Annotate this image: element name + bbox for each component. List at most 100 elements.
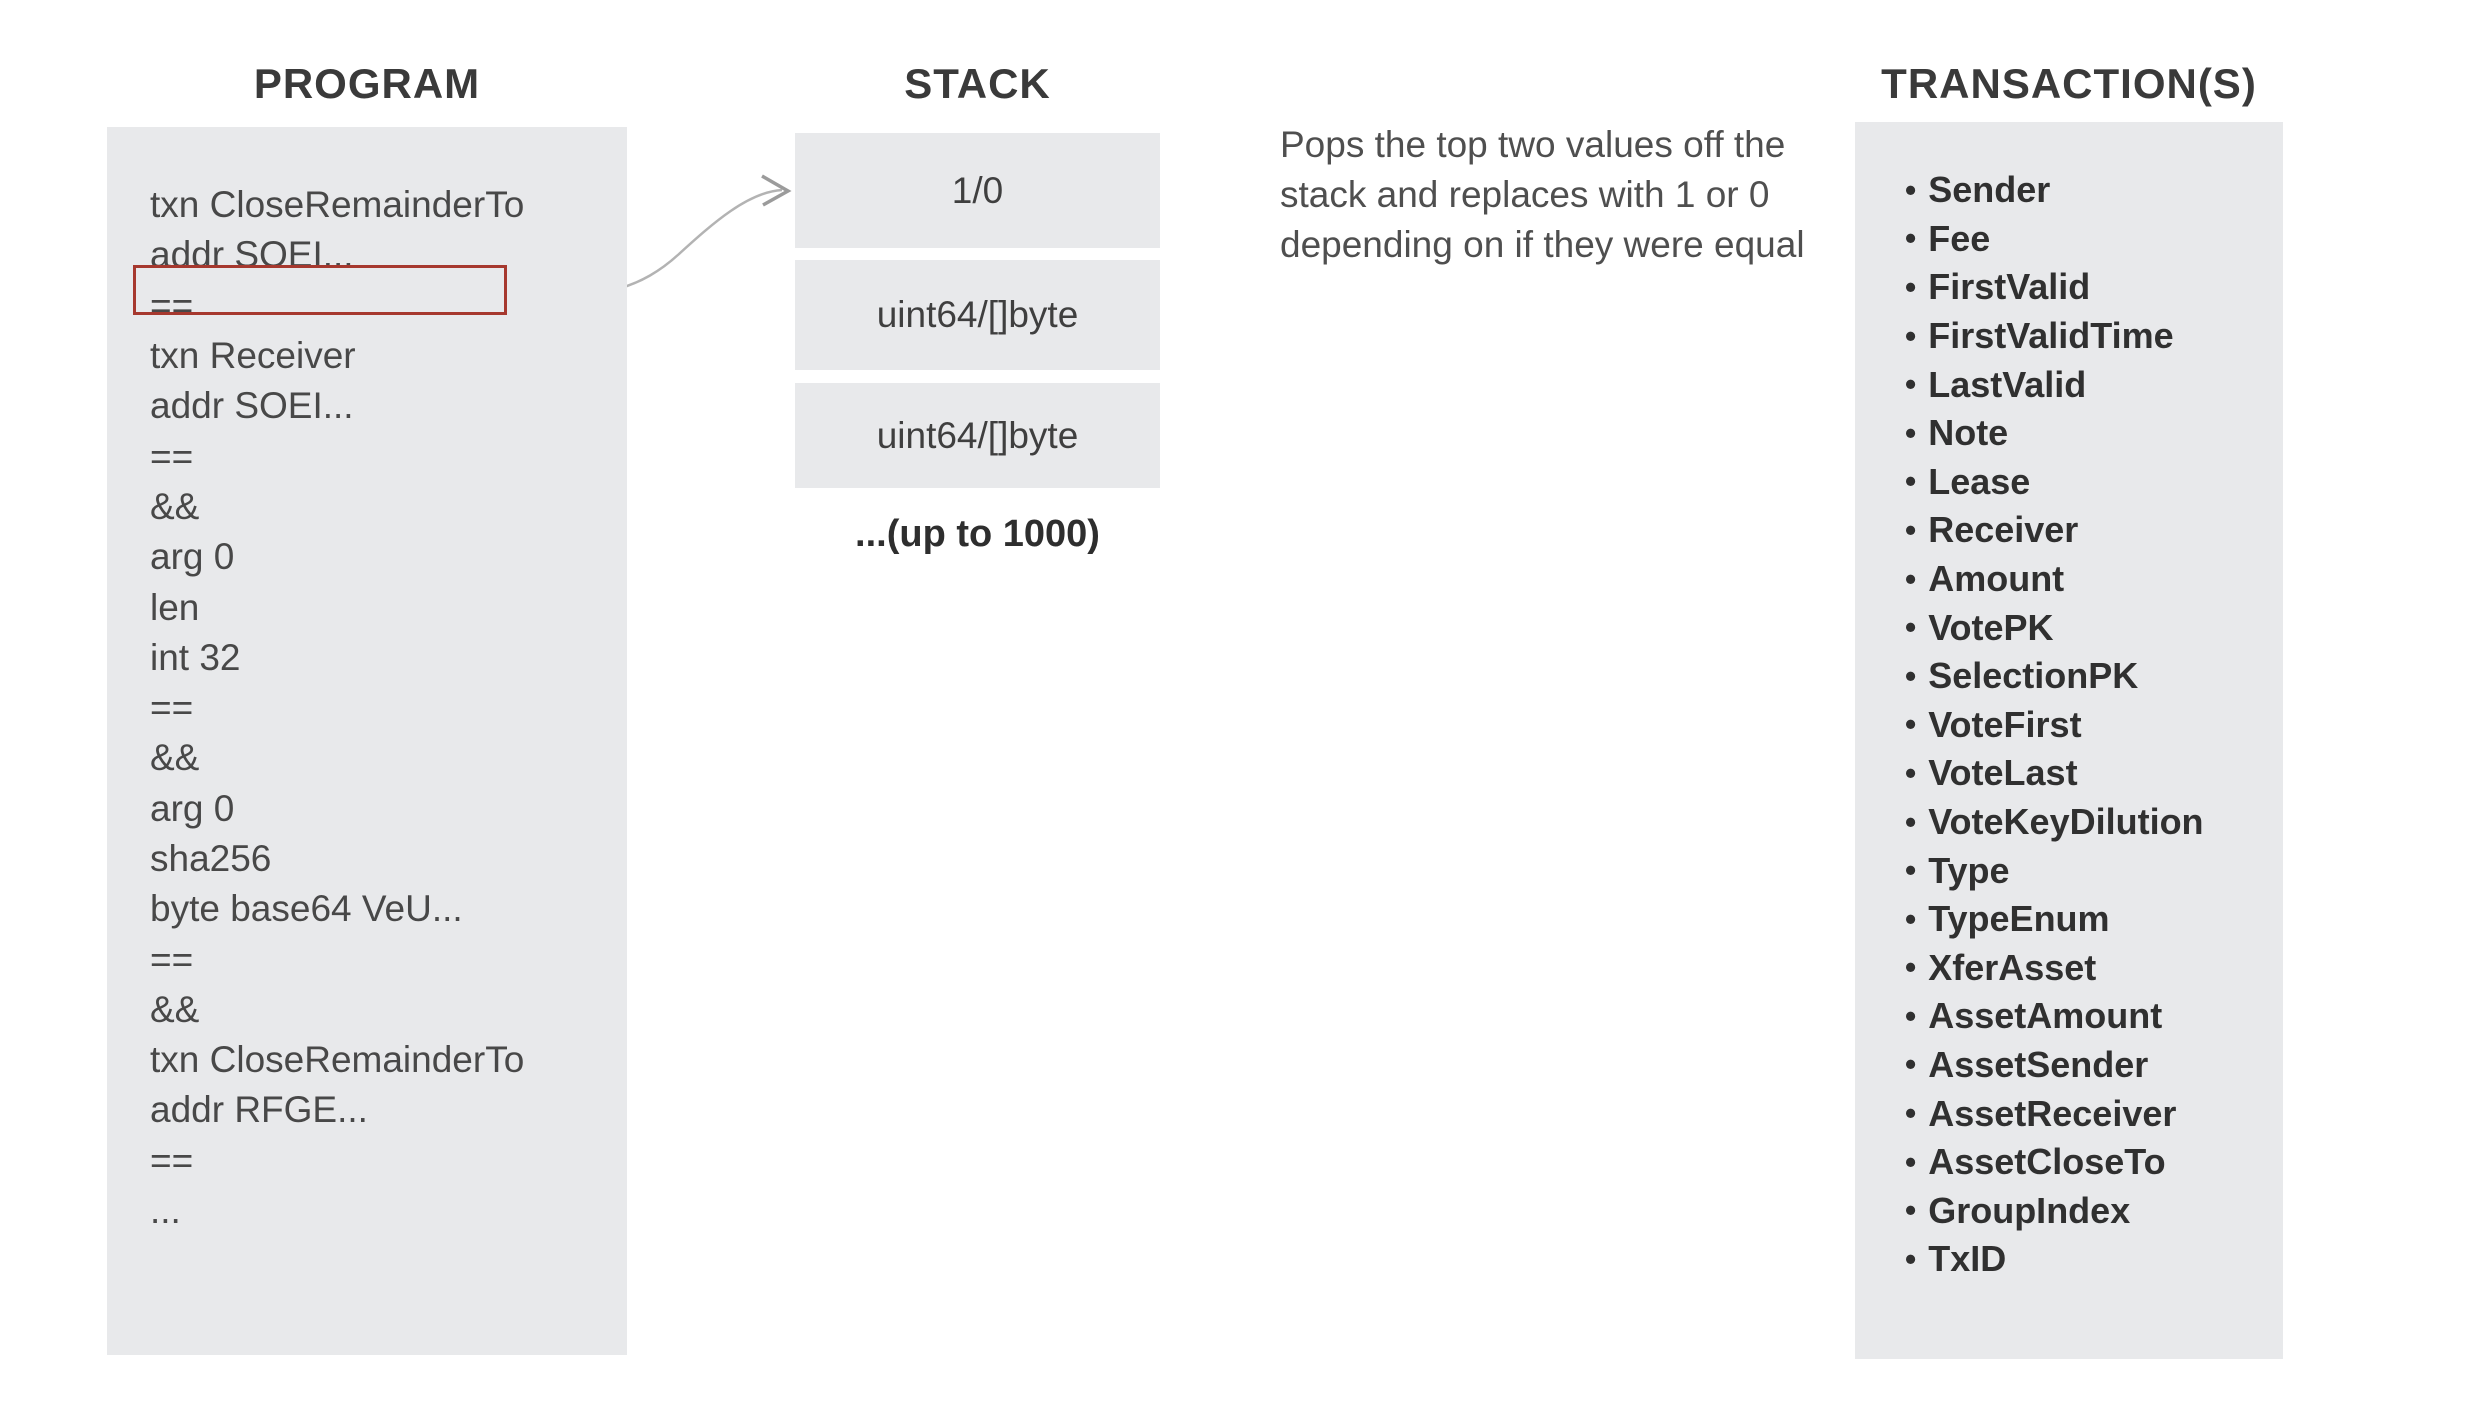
bullet-icon: • bbox=[1905, 268, 1917, 305]
description-line: Pops the top two values off the bbox=[1280, 124, 1786, 165]
transaction-field-label: Sender bbox=[1928, 169, 2051, 211]
transaction-field-label: Amount bbox=[1928, 558, 2065, 600]
bullet-icon: • bbox=[1905, 706, 1917, 743]
transaction-field-label: Receiver bbox=[1928, 509, 2079, 551]
program-line: arg 0 bbox=[150, 787, 235, 829]
program-line-highlighted: == bbox=[133, 264, 627, 331]
program-line: && bbox=[150, 737, 200, 779]
program-line: addr SOEI... bbox=[150, 234, 354, 276]
transaction-field-label: Lease bbox=[1928, 460, 2031, 502]
program-line: addr RFGE... bbox=[150, 1089, 368, 1131]
transaction-field-label: AssetReceiver bbox=[1928, 1092, 2177, 1134]
transaction-field: •AssetCloseTo bbox=[1905, 1138, 2283, 1187]
transaction-field: • Type bbox=[1905, 846, 2283, 895]
bullet-icon: • bbox=[1905, 1046, 1917, 1083]
transaction-field-label: Type bbox=[1928, 849, 2010, 891]
transaction-field: • AssetSender bbox=[1905, 1041, 2283, 1090]
program-line: txn CloseRemainderTo bbox=[150, 1039, 525, 1081]
transaction-field: • VoteKeyDilution bbox=[1905, 798, 2283, 847]
bullet-icon: • bbox=[1905, 754, 1917, 791]
transactions-title: TRANSACTION(S) bbox=[1881, 60, 2257, 107]
program-line: && bbox=[150, 988, 200, 1030]
transaction-field: • VoteFirst bbox=[1905, 701, 2283, 750]
transaction-field-label: SelectionPK bbox=[1928, 655, 2139, 697]
transaction-field: • VoteLast bbox=[1905, 749, 2283, 798]
bullet-icon: • bbox=[1905, 1192, 1917, 1229]
transaction-field-label: FirstValidTime bbox=[1928, 315, 2174, 357]
program-line: arg 0 bbox=[150, 536, 235, 578]
transaction-field: • TypeEnum bbox=[1905, 895, 2283, 944]
program-line: addr SOEI... bbox=[150, 385, 354, 427]
bullet-icon: • bbox=[1905, 997, 1917, 1034]
opcode-description: Pops the top two values off the stack an… bbox=[1280, 120, 1805, 270]
transaction-field: • LastValid bbox=[1905, 360, 2283, 409]
bullet-icon: • bbox=[1905, 900, 1917, 937]
bullet-icon: • bbox=[1905, 366, 1917, 403]
transaction-field: • Sender bbox=[1905, 166, 2283, 215]
transaction-field-label: VoteKeyDilution bbox=[1928, 801, 2204, 843]
program-line: && bbox=[150, 485, 200, 527]
arrow-head-icon bbox=[761, 174, 792, 207]
program-line: ... bbox=[150, 1190, 181, 1232]
bullet-icon: • bbox=[1905, 463, 1917, 500]
bullet-icon: • bbox=[1905, 317, 1917, 354]
bullet-icon: • bbox=[1905, 171, 1917, 208]
program-line: txn CloseRemainderTo bbox=[150, 184, 525, 226]
bullet-icon: • bbox=[1905, 560, 1917, 597]
transaction-field: •TxID bbox=[1905, 1235, 2283, 1284]
transaction-field-label: TypeEnum bbox=[1928, 898, 2110, 940]
program-code-panel: txn CloseRemainderTo addr SOEI... == txn… bbox=[107, 127, 627, 1355]
bullet-icon: • bbox=[1905, 511, 1917, 548]
program-line: == bbox=[150, 1139, 194, 1181]
transaction-field: • AssetReceiver bbox=[1905, 1089, 2283, 1138]
transaction-field-label: LastValid bbox=[1928, 363, 2087, 405]
transaction-field-label: Fee bbox=[1928, 217, 1991, 259]
description-line: depending on if they were equal bbox=[1280, 224, 1805, 265]
stack-capacity-note: ...(up to 1000) bbox=[855, 513, 1100, 555]
program-line: int 32 bbox=[150, 636, 241, 678]
stack-slot: uint64/[]byte bbox=[795, 383, 1160, 488]
stack-slot: uint64/[]byte bbox=[795, 260, 1160, 370]
program-line: == bbox=[150, 687, 194, 729]
transaction-fields-panel: •Sender •Fee •FirstValid •FirstValidTime… bbox=[1855, 122, 2283, 1359]
stack-title: STACK bbox=[904, 60, 1051, 107]
transaction-field-label: Note bbox=[1928, 412, 2009, 454]
transaction-field: •AssetAmount bbox=[1905, 992, 2283, 1041]
stack-slot-top: 1/0 bbox=[795, 133, 1160, 248]
transaction-field: • FirstValidTime bbox=[1905, 312, 2283, 361]
program-title: PROGRAM bbox=[253, 60, 481, 107]
bullet-icon: • bbox=[1905, 803, 1917, 840]
transaction-field-label: AssetCloseTo bbox=[1928, 1141, 2166, 1183]
transaction-field: • SelectionPK bbox=[1905, 652, 2283, 701]
program-line: byte base64 VeU... bbox=[150, 888, 463, 930]
transaction-field-label: VotePK bbox=[1928, 606, 2054, 648]
transaction-field: • Lease bbox=[1905, 458, 2283, 507]
bullet-icon: • bbox=[1905, 1095, 1917, 1132]
program-line: == bbox=[150, 435, 194, 477]
transaction-field-label: GroupIndex bbox=[1928, 1189, 2131, 1231]
transaction-field: • VotePK bbox=[1905, 603, 2283, 652]
bullet-icon: • bbox=[1905, 414, 1917, 451]
transaction-field: • Note bbox=[1905, 409, 2283, 458]
transaction-field: • FirstValid bbox=[1905, 263, 2283, 312]
program-line: == bbox=[150, 938, 194, 980]
bullet-icon: • bbox=[1905, 657, 1917, 694]
transaction-field: • XferAsset bbox=[1905, 944, 2283, 993]
transaction-field: •Fee bbox=[1905, 215, 2283, 264]
bullet-icon: • bbox=[1905, 852, 1917, 889]
program-line: sha256 bbox=[150, 838, 272, 879]
transaction-field-label: FirstValid bbox=[1928, 266, 2091, 308]
description-line: stack and replaces with 1 or 0 bbox=[1280, 174, 1770, 215]
program-line: len bbox=[150, 586, 200, 628]
transaction-field-label: XferAsset bbox=[1928, 946, 2097, 988]
highlighted-opcode-label: == bbox=[150, 284, 194, 326]
bullet-icon: • bbox=[1905, 949, 1917, 986]
transaction-field-label: VoteFirst bbox=[1928, 703, 2082, 745]
program-line: txn Receiver bbox=[150, 335, 356, 377]
transaction-field: • Amount bbox=[1905, 555, 2283, 604]
transaction-field-label: VoteLast bbox=[1928, 752, 2078, 794]
transaction-field-label: AssetSender bbox=[1928, 1043, 2149, 1085]
bullet-icon: • bbox=[1905, 1240, 1917, 1277]
bullet-icon: • bbox=[1905, 609, 1917, 646]
